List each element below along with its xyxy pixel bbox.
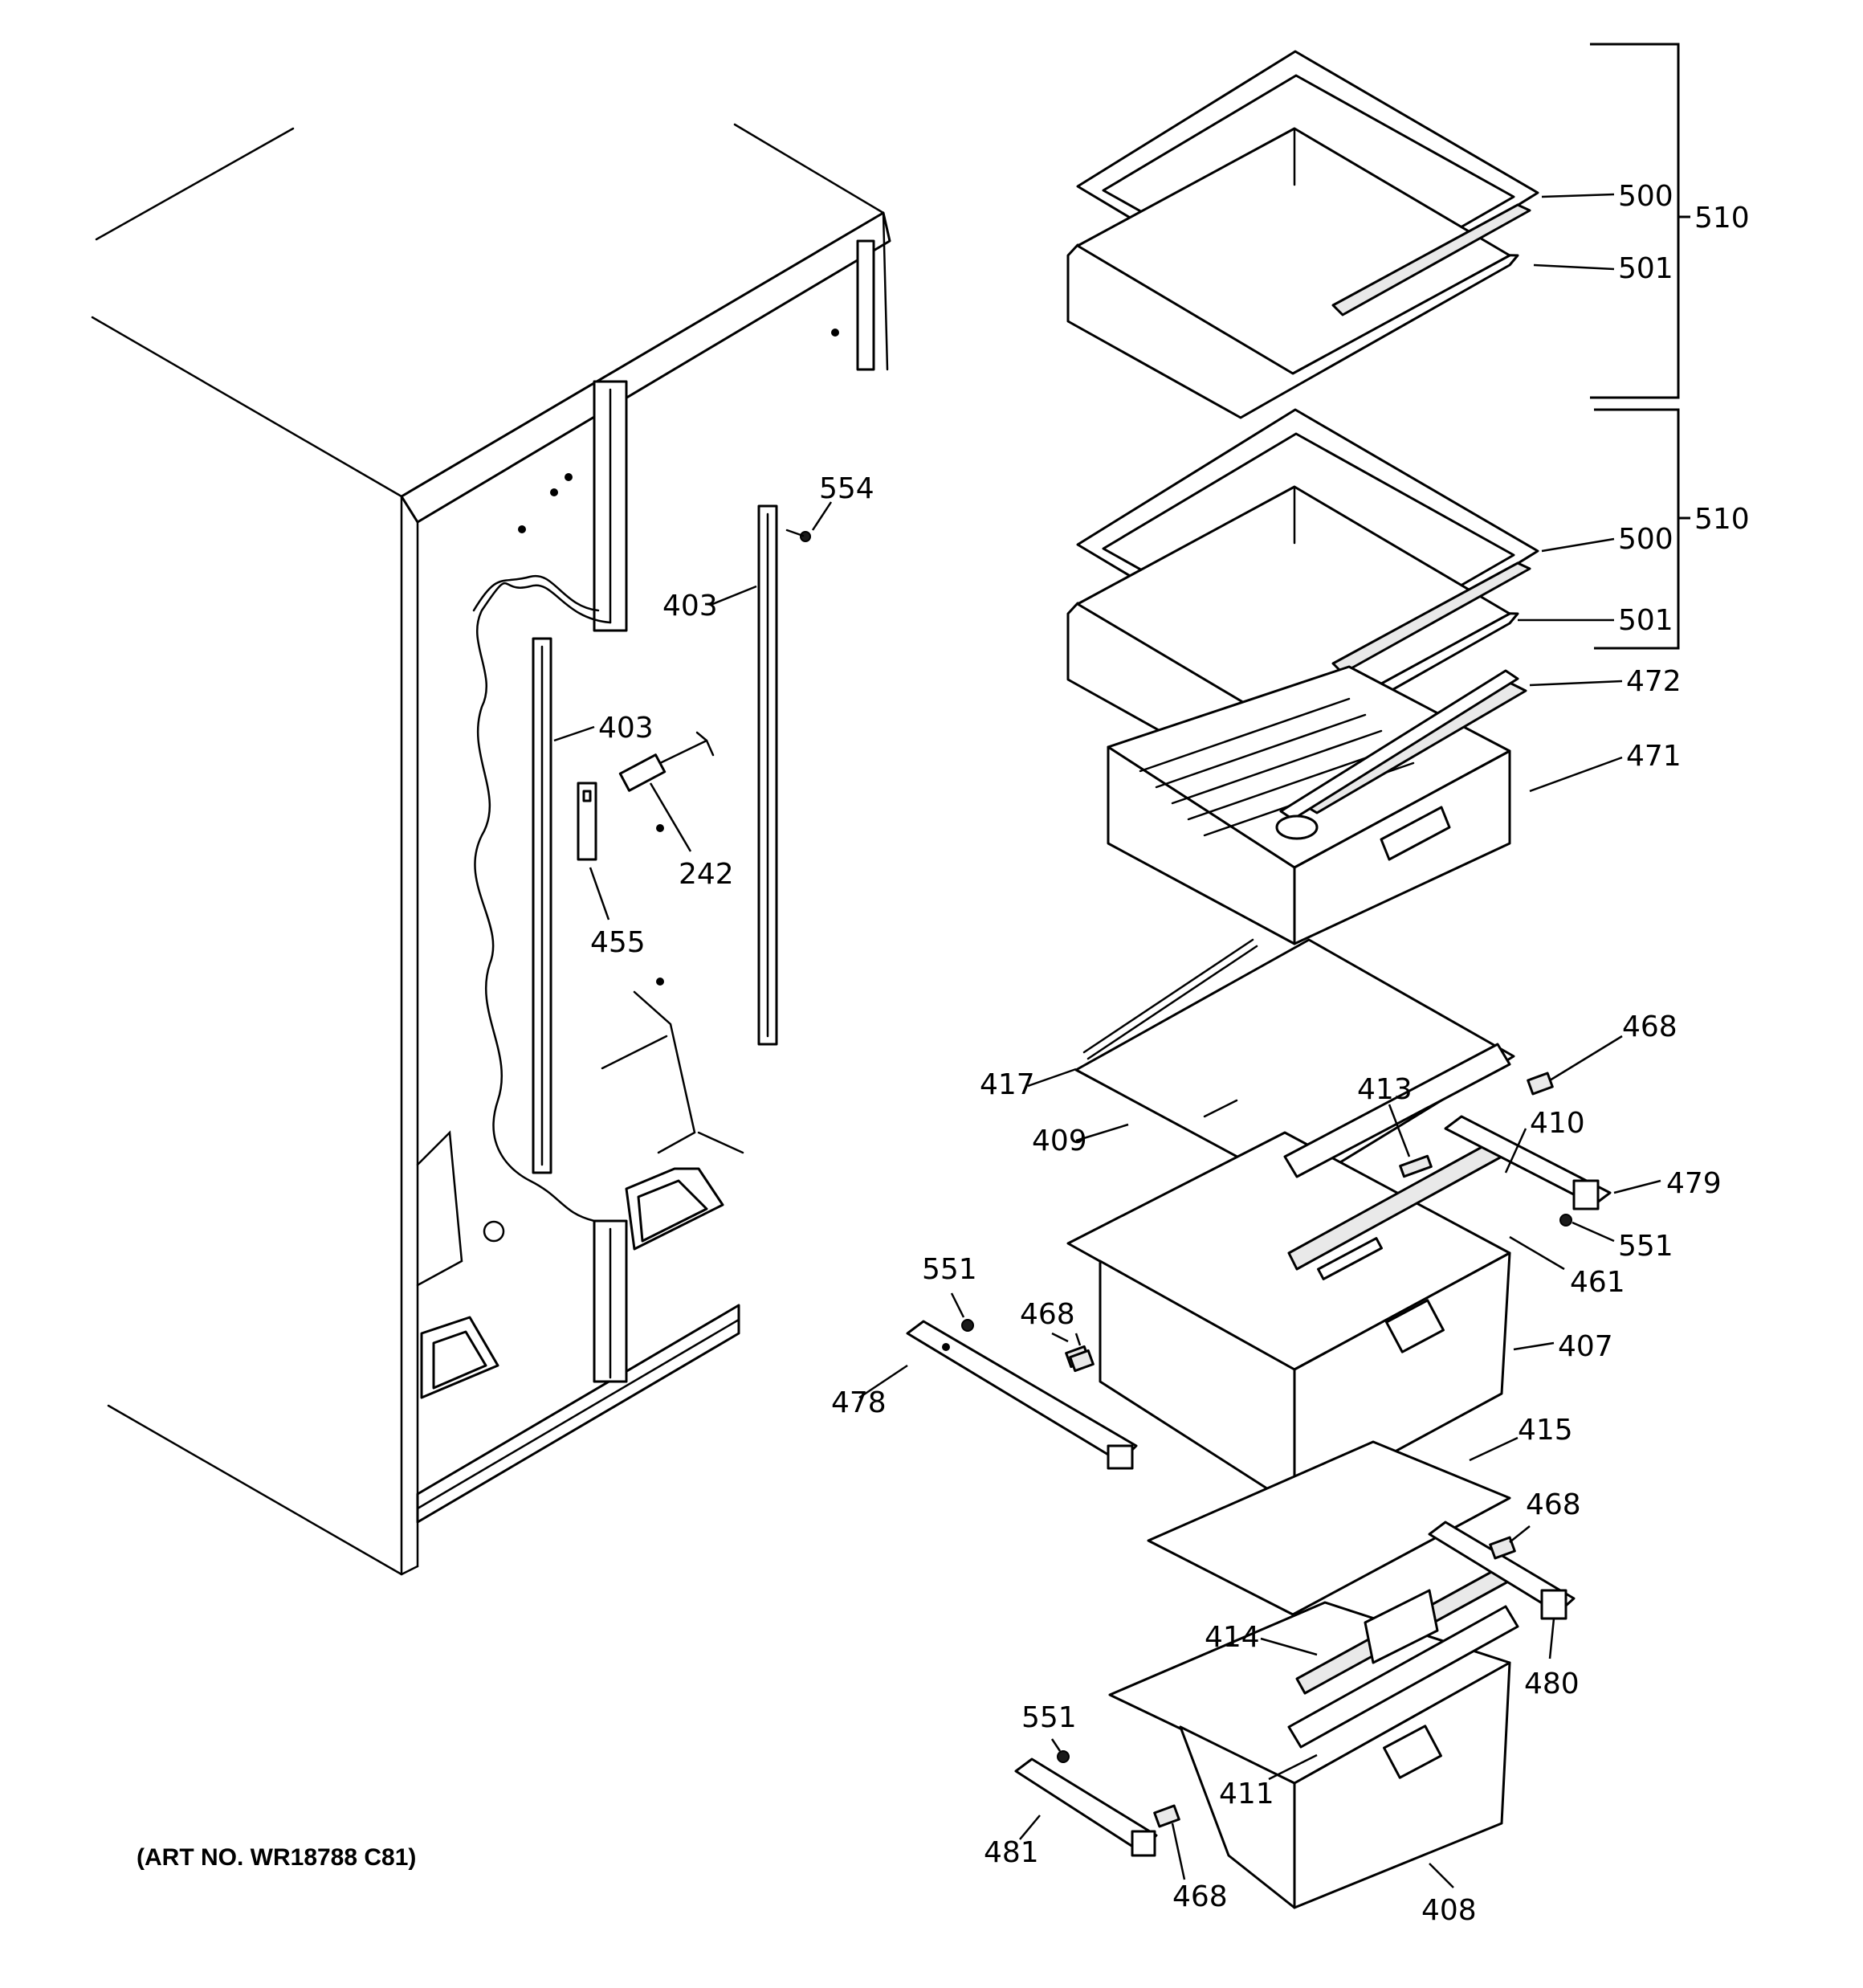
- callout-242: 242: [679, 858, 734, 891]
- refrigerator-cabinet: [91, 123, 891, 1576]
- callout-labels: 500 501 510 500 501 510 472 471 554 403 …: [590, 180, 1750, 1927]
- vegetable-pan-assembly: [1108, 1565, 1519, 1909]
- callout-510: 510: [1694, 202, 1750, 235]
- bracket-510-upper: [1590, 43, 1680, 399]
- callout-500: 500: [1618, 523, 1673, 556]
- callout-468: 468: [1172, 1880, 1228, 1913]
- leader-lines: [553, 193, 1661, 1888]
- drawer-slides: [906, 1072, 1612, 1857]
- callout-472: 472: [1626, 665, 1682, 698]
- callout-411: 411: [1219, 1778, 1274, 1810]
- deli-pan-assembly: [1066, 938, 1515, 1616]
- callout-480: 480: [1524, 1668, 1580, 1700]
- callout-403: 403: [598, 712, 654, 745]
- callout-468: 468: [1020, 1298, 1075, 1331]
- callout-407: 407: [1558, 1330, 1613, 1363]
- callout-414: 414: [1205, 1621, 1260, 1654]
- callout-479: 479: [1666, 1167, 1722, 1200]
- callout-455: 455: [590, 926, 646, 959]
- callout-461: 461: [1570, 1266, 1625, 1299]
- callout-408: 408: [1421, 1894, 1477, 1927]
- callout-481: 481: [984, 1836, 1039, 1869]
- callout-409: 409: [1032, 1125, 1087, 1157]
- art-number: (ART NO. WR18788 C81): [137, 1844, 416, 1871]
- callout-417: 417: [980, 1068, 1035, 1101]
- callout-501: 501: [1618, 252, 1673, 285]
- callout-413: 413: [1357, 1073, 1413, 1106]
- callout-471: 471: [1626, 740, 1682, 773]
- snack-pan-assembly: [1107, 665, 1527, 945]
- shelf-assembly-upper: [1066, 50, 1539, 419]
- callout-501: 501: [1618, 604, 1673, 637]
- callout-500: 500: [1618, 180, 1673, 213]
- callout-468: 468: [1622, 1010, 1678, 1043]
- callout-403: 403: [662, 590, 718, 623]
- callout-551: 551: [922, 1253, 977, 1286]
- callout-551: 551: [1618, 1230, 1673, 1263]
- callout-551: 551: [1021, 1701, 1077, 1734]
- callout-478: 478: [831, 1386, 887, 1419]
- callout-468: 468: [1526, 1488, 1581, 1521]
- callout-510: 510: [1694, 503, 1750, 536]
- callout-554: 554: [819, 472, 874, 505]
- callout-410: 410: [1530, 1107, 1585, 1140]
- callout-415: 415: [1518, 1414, 1573, 1447]
- bracket-510-lower: [1594, 408, 1680, 650]
